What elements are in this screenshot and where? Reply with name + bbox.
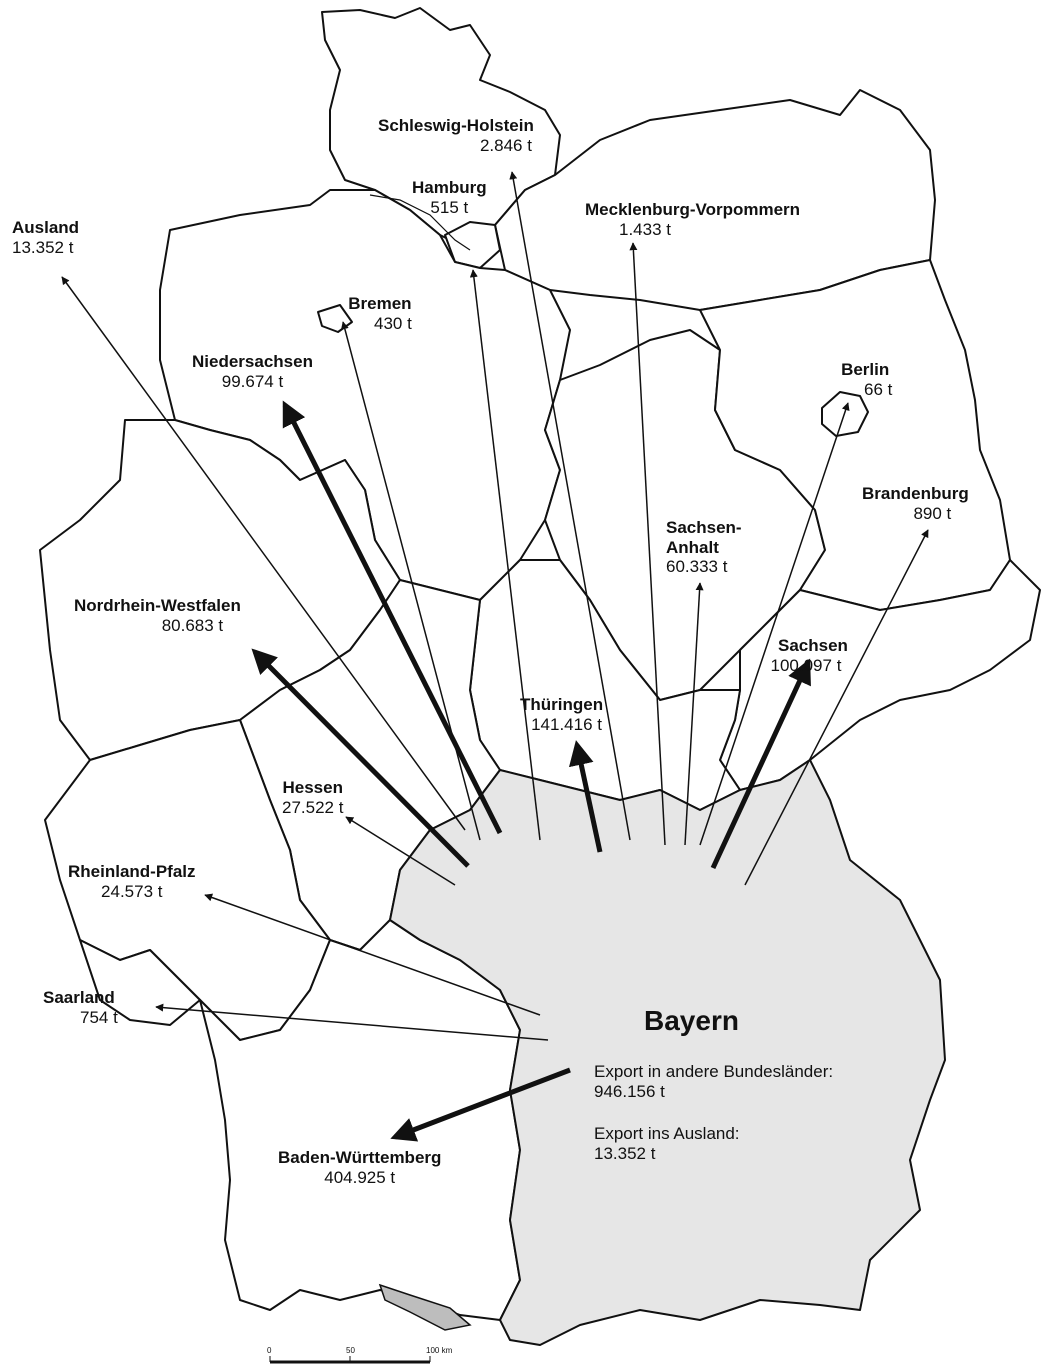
label-name: Hamburg (412, 178, 487, 197)
label-nordrhein-westfalen: Nordrhein-Westfalen 80.683 t (74, 596, 241, 635)
label-niedersachsen: Niedersachsen 99.674 t (192, 352, 313, 391)
label-name: Bremen (348, 294, 412, 313)
flow-arrow-thueringen (568, 740, 603, 853)
label-name: Ausland (12, 218, 80, 237)
flow-arrow-brandenburg (744, 529, 929, 886)
export-domestic-label: Export in andere Bundesländer: (594, 1062, 834, 1081)
flow-arrows-thick (251, 400, 811, 1142)
label-value: 66 t (864, 379, 893, 399)
label-mecklenburg-vorpommern: Mecklenburg-Vorpommern 1.433 t (585, 200, 800, 239)
state-bayern (389, 759, 946, 1346)
label-name: Thüringen (520, 695, 604, 714)
label-name: Hessen (282, 778, 343, 797)
label-value: 515 t (430, 197, 469, 217)
scale-tick-50: 50 (346, 1346, 355, 1355)
flow-arrow-schleswig-holstein (509, 171, 631, 841)
label-value: 99.674 t (221, 371, 284, 391)
lake-bodensee (378, 1283, 472, 1331)
flow-arrow-saarland (155, 1003, 549, 1041)
flow-arrow-ausland (61, 276, 466, 831)
label-name: Schleswig-Holstein (378, 116, 534, 135)
flow-arrow-sachsen-anhalt (684, 582, 704, 846)
label-value: 890 t (913, 503, 952, 523)
flow-arrow-bremen (340, 321, 481, 841)
label-value: 141.416 t (531, 714, 602, 734)
flow-arrow-berlin (699, 402, 850, 846)
label-value: 430 t (374, 313, 412, 333)
label-brandenburg: Brandenburg 890 t (862, 484, 969, 523)
label-value: 100.097 t (770, 655, 842, 675)
flow-arrow-baden-wuerttemberg (390, 1067, 571, 1142)
label-baden-wuerttemberg: Baden-Württemberg 404.925 t (278, 1148, 441, 1187)
flow-arrows-thin (61, 171, 929, 1041)
label-schleswig-holstein: Schleswig-Holstein 2.846 t (378, 116, 534, 155)
label-ausland: Ausland 13.352 t (12, 218, 79, 257)
label-saarland: Saarland 754 t (40, 988, 118, 1027)
export-abroad-value: 13.352 t (594, 1143, 656, 1163)
label-value: 404.925 t (324, 1167, 396, 1187)
origin-export-domestic: Export in andere Bundesländer: 946.156 t (594, 1062, 833, 1101)
label-value: 754 t (80, 1007, 118, 1027)
origin-title: Bayern (644, 1005, 739, 1036)
label-name: Mecklenburg-Vorpommern (585, 200, 801, 219)
label-value: 13.352 t (12, 237, 74, 257)
scale-tick-0: 0 (267, 1346, 272, 1355)
label-sachsen-anhalt: Sachsen- Anhalt 60.333 t (666, 518, 742, 577)
label-name: Sachsen (778, 636, 848, 655)
flow-arrow-mecklenburg-vorpommern (629, 242, 666, 846)
label-name: Berlin (841, 360, 890, 379)
label-hessen: Hessen 27.522 t (282, 778, 343, 817)
river-elbe (369, 194, 471, 251)
export-domestic-value: 946.156 t (594, 1081, 665, 1101)
label-bremen: Bremen 430 t (348, 294, 412, 333)
label-rheinland-pfalz: Rheinland-Pfalz 24.573 t (68, 862, 196, 901)
label-value: 24.573 t (101, 881, 163, 901)
label-berlin: Berlin 66 t (838, 360, 892, 399)
label-value: 27.522 t (282, 797, 344, 817)
label-name: Sachsen- Anhalt (666, 518, 742, 557)
scale-tick-100: 100 km (426, 1346, 453, 1355)
scale-bar (269, 1356, 431, 1364)
export-abroad-label: Export ins Ausland: (594, 1124, 740, 1143)
origin-export-abroad: Export ins Ausland: 13.352 t (594, 1124, 740, 1163)
label-name: Saarland (43, 988, 115, 1007)
flow-arrow-sachsen (710, 658, 811, 870)
label-value: 2.846 t (479, 135, 532, 155)
label-hamburg: Hamburg 515 t (412, 178, 487, 217)
label-value: 60.333 t (666, 557, 728, 577)
label-name: Rheinland-Pfalz (68, 862, 196, 881)
flow-arrow-hamburg (469, 269, 541, 841)
label-name: Baden-Württemberg (278, 1148, 442, 1167)
label-value: 1.433 t (619, 219, 671, 239)
flow-arrow-nordrhein-westfalen (251, 648, 470, 868)
label-name: Niedersachsen (192, 352, 313, 371)
label-thueringen: Thüringen 141.416 t (520, 695, 603, 734)
flow-arrow-rheinland-pfalz (204, 893, 541, 1016)
label-sachsen: Sachsen 100.097 t (764, 636, 848, 675)
label-name: Brandenburg (862, 484, 969, 503)
flow-arrow-hessen (345, 816, 456, 886)
label-value: 80.683 t (161, 615, 224, 635)
label-name: Nordrhein-Westfalen (74, 596, 241, 615)
flow-arrow-niedersachsen (282, 400, 503, 835)
